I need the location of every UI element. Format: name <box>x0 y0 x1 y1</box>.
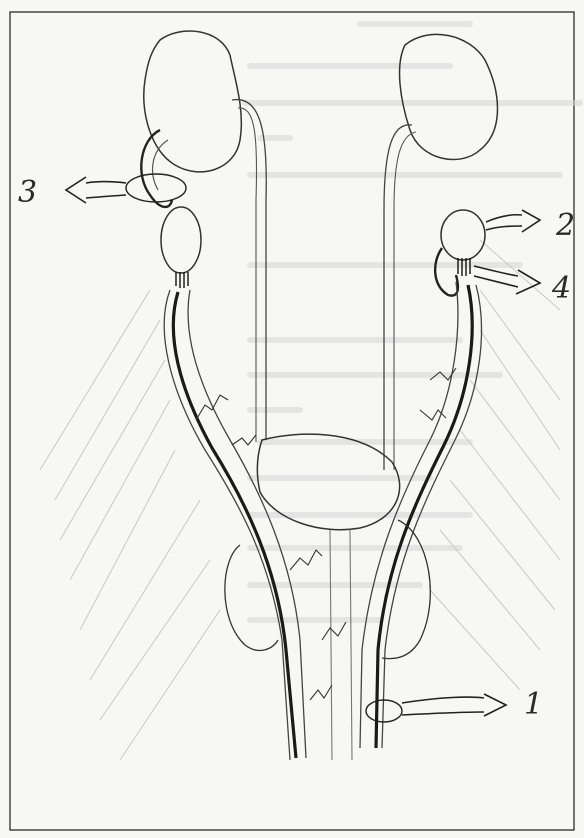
marker-ring-3 <box>126 174 186 202</box>
vessel-squiggles <box>196 368 456 700</box>
left-dark-canal <box>173 292 296 758</box>
right-small-gland <box>441 210 485 260</box>
label-4: 4 <box>551 271 571 306</box>
central-channel-left <box>330 530 332 760</box>
left-outer-canal <box>164 290 290 760</box>
arrow-1 <box>402 694 506 716</box>
label-1: 1 <box>524 687 543 722</box>
right-inner-duct-wall <box>394 132 416 470</box>
left-coil-tube-inner <box>153 140 168 190</box>
arrow-4 <box>474 266 540 294</box>
lower-gland-left <box>225 545 278 650</box>
central-channel-right <box>350 530 352 760</box>
left-fringe <box>176 272 188 288</box>
label-2: 2 <box>555 208 575 243</box>
show-through-lines <box>245 24 580 620</box>
right-upper-organ <box>400 34 498 159</box>
label-3: 3 <box>18 175 37 210</box>
shading-hatch <box>40 240 560 760</box>
arrow-3 <box>66 177 126 203</box>
left-upper-organ <box>144 31 242 172</box>
left-inner-duct-wall <box>238 108 257 442</box>
left-small-gland <box>161 207 201 273</box>
left-coil-tube <box>141 130 172 207</box>
right-coil-tube <box>435 248 458 296</box>
arrow-2 <box>486 210 540 232</box>
